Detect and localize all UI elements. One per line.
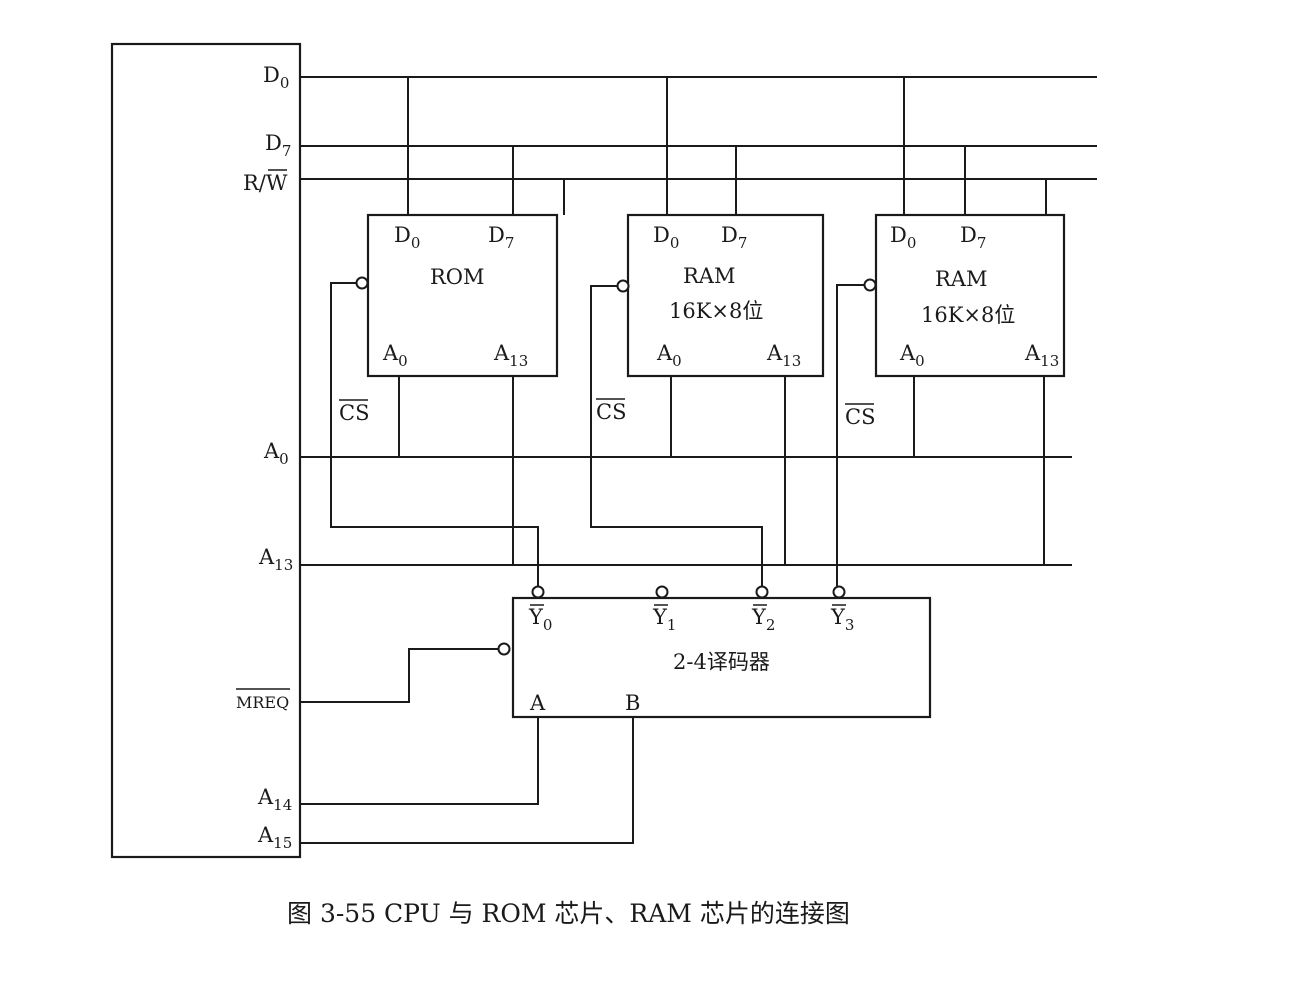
cpu-pin-mreq: MREQ xyxy=(236,693,289,712)
ram2-pin-d7: D7 xyxy=(960,223,986,252)
ram1-box xyxy=(626,213,825,378)
ram2-cs-wire xyxy=(836,284,864,586)
cpu-box xyxy=(110,42,302,859)
rom-chip: D0 D7 ROM A0 A13 CS xyxy=(339,213,559,425)
ram2-cs-bubble xyxy=(863,278,877,292)
ram1-cs-bubble xyxy=(616,279,630,293)
mreq-wire xyxy=(300,648,498,703)
cpu-pin-a14: A14 xyxy=(257,785,292,814)
decoder-y2-bubble xyxy=(755,585,769,599)
ram1-size: 16K×8位 xyxy=(669,299,763,323)
rom-pin-d7: D7 xyxy=(488,223,514,252)
rom-cs-label: CS xyxy=(339,401,369,425)
ram2-size: 16K×8位 xyxy=(921,303,1015,327)
rom-box xyxy=(366,213,559,378)
cpu-pin-a0: A0 xyxy=(263,439,289,468)
ram1-pin-a0: A0 xyxy=(656,341,682,370)
a15-wire xyxy=(300,717,634,844)
decoder-y3-bubble xyxy=(832,585,846,599)
rom-name: ROM xyxy=(430,265,485,289)
rom-pin-d0: D0 xyxy=(394,223,420,252)
rom-pin-a0: A0 xyxy=(382,341,408,370)
ram1-cs-label: CS xyxy=(596,400,626,424)
ram1-pin-d0: D0 xyxy=(653,223,679,252)
figure-caption: 图 3-55 CPU 与 ROM 芯片、RAM 芯片的连接图 xyxy=(287,899,850,928)
a14-wire xyxy=(300,717,539,805)
cpu-pin-a13: A13 xyxy=(258,545,293,574)
wiring xyxy=(300,76,1097,844)
ram2-box xyxy=(874,213,1066,378)
ram1-cs-wire xyxy=(590,285,763,586)
cpu-pin-d0: D0 xyxy=(263,63,289,92)
decoder-output-y0: Y0 xyxy=(528,605,552,634)
decoder-input-a: A xyxy=(529,691,546,715)
ram1-pin-d7: D7 xyxy=(721,223,747,252)
decoder-output-y1: Y1 xyxy=(652,605,676,634)
ram-chip-2: D0 D7 RAM 16K×8位 A0 A13 CS xyxy=(845,213,1066,429)
ram1-pin-a13: A13 xyxy=(766,341,801,370)
ram1-name: RAM xyxy=(683,264,735,288)
decoder-2-4: Y0 Y1 Y2 Y3 2-4译码器 A B xyxy=(497,585,932,719)
decoder-output-y2: Y2 xyxy=(751,605,775,634)
cpu-block: D0 D7 R/W A0 A13 MREQ A14 A15 xyxy=(110,42,302,859)
cpu-pin-a15: A15 xyxy=(257,823,292,852)
ram2-pin-a13: A13 xyxy=(1024,341,1059,370)
rom-pin-a13: A13 xyxy=(493,341,528,370)
ram2-pin-a0: A0 xyxy=(899,341,925,370)
cpu-pin-d7: D7 xyxy=(265,131,291,160)
ram2-cs-label: CS xyxy=(845,405,875,429)
rom-cs-wire xyxy=(330,282,539,586)
decoder-title: 2-4译码器 xyxy=(673,650,770,674)
rom-cs-bubble xyxy=(355,276,369,290)
decoder-output-y3: Y3 xyxy=(830,605,854,634)
ram2-name: RAM xyxy=(935,267,987,291)
decoder-enable-bubble xyxy=(497,642,511,656)
ram2-pin-d0: D0 xyxy=(890,223,916,252)
decoder-input-b: B xyxy=(625,691,640,715)
decoder-y0-bubble xyxy=(531,585,545,599)
decoder-box xyxy=(511,596,932,719)
ram-chip-1: D0 D7 RAM 16K×8位 A0 A13 CS xyxy=(596,213,825,424)
decoder-y1-bubble xyxy=(655,585,669,599)
cpu-pin-rw: R/W xyxy=(243,171,288,195)
